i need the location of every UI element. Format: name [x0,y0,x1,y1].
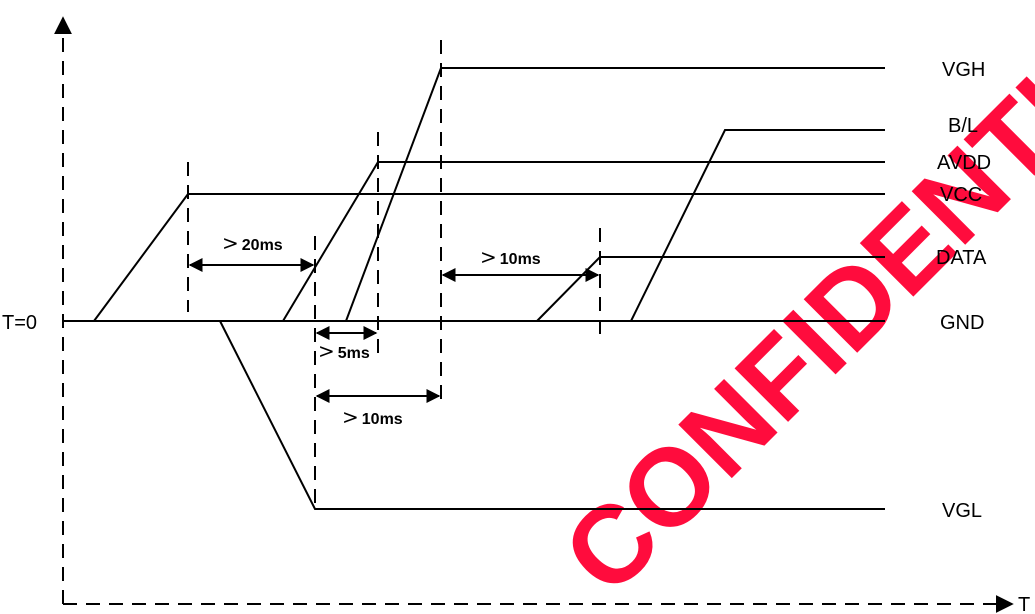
time-axis-label: T [1018,594,1030,614]
signal-traces [63,67,885,510]
event-markers [187,40,601,505]
trace-vcc [93,193,885,322]
trace-data [536,256,885,322]
timing-label-vgl-to-avdd: >5ms [318,339,370,363]
origin-label: T=0 [2,312,37,334]
signal-label-vcc: VCC [940,184,982,206]
trace-vgl [219,320,885,510]
signal-labels: VGH B/L AVDD VCC DATA GND VGL [936,59,991,522]
trace-bl [630,129,885,322]
signal-label-vgl: VGL [942,500,982,522]
signal-label-data: DATA [936,247,987,269]
signal-label-bl: B/L [948,115,978,137]
signal-label-avdd: AVDD [937,152,991,174]
trace-vgh [345,67,885,322]
timing-arrows [188,258,600,403]
timing-label-vgh-to-data: >10ms [480,245,541,269]
trace-avdd [282,161,885,322]
timing-label-vgl-to-vgh: >10ms [342,405,403,429]
signal-label-gnd: GND [940,312,984,334]
signal-label-vgh: VGH [942,59,985,81]
timing-labels: >20ms >10ms >5ms >10ms [222,231,541,429]
axes [54,16,1014,613]
timing-label-vcc-to-vgl: >20ms [222,231,283,255]
